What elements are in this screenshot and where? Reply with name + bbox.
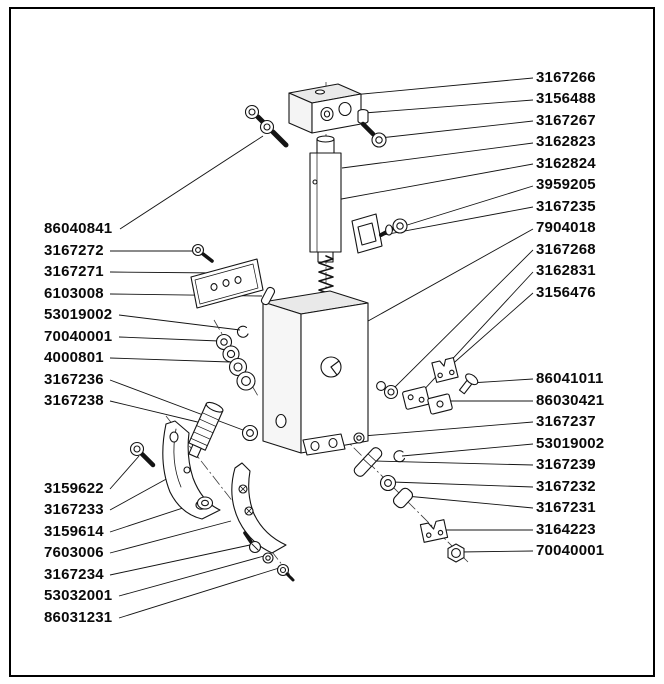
part-number-label: 3162824 [536,155,596,172]
part-bushing-upper [241,424,259,442]
part-fork [162,420,221,520]
part-number-label: 3156476 [536,284,596,301]
part-circlip [393,450,406,463]
part-number-label: 3167233 [44,501,104,518]
part-number-label: 3167234 [44,566,104,583]
part-socket-screws [244,104,289,148]
part-number-label: 3167266 [536,69,596,86]
part-number-label: 53019002 [44,306,113,323]
part-lower-bracket [231,462,295,582]
part-number-label: 6103008 [44,285,104,302]
part-number-label: 86030421 [536,392,605,409]
part-screw-right [360,121,387,148]
leader-lines [109,77,534,619]
part-number-label: 3167268 [536,241,596,258]
part-number-label: 7603006 [44,544,104,561]
part-washer-stack [215,325,256,391]
part-number-label: 53019002 [536,435,605,452]
part-number-label: 53032001 [44,587,113,604]
part-main-body [262,290,369,456]
part-block-small [402,386,430,410]
part-number-label: 3167239 [536,456,596,473]
part-washer-pair [376,381,399,400]
part-washer-fork [196,496,214,510]
part-number-label: 3167231 [536,499,596,516]
part-number-label: 3162823 [536,133,596,150]
part-bracket-plate [351,213,383,254]
part-number-label: 3959205 [536,176,596,193]
part-sleeve [357,109,369,124]
part-washer-under-body [353,432,365,444]
part-number-label: 3167238 [44,392,104,409]
part-cylinder [309,135,342,263]
part-clamp-lower [419,519,449,543]
part-number-label: 3167267 [536,112,596,129]
part-number-label: 3167272 [44,242,104,259]
part-washer-diag [379,474,397,492]
part-number-label: 3167232 [536,478,596,495]
part-number-label: 3164223 [536,521,596,538]
part-shaft [353,447,383,477]
part-number-label: 70040001 [44,328,113,345]
part-screw-left [129,441,156,468]
part-plate-group [190,243,276,309]
parts [129,83,479,582]
part-rivet [458,373,479,395]
part-number-label: 3167235 [536,198,596,215]
part-number-label: 3159614 [44,523,104,540]
part-knurled-pin [188,401,224,459]
part-number-label: 3159622 [44,480,104,497]
part-screw-washer [379,218,408,237]
part-number-label: 7904018 [536,219,596,236]
part-number-label: 86040841 [44,220,113,237]
part-number-label: 3156488 [536,90,596,107]
part-block-lower [427,393,453,415]
part-nut [447,543,465,563]
part-number-label: 3167271 [44,263,104,280]
part-number-label: 86041011 [536,370,604,387]
part-clamp-upper [431,357,459,383]
part-number-label: 3162831 [536,262,596,279]
part-bushing-diag [392,487,414,509]
part-number-label: 86031231 [44,609,113,626]
part-number-label: 3167236 [44,371,104,388]
part-number-label: 3167237 [536,413,596,430]
part-number-label: 4000801 [44,349,104,366]
part-number-label: 70040001 [536,542,605,559]
part-top-block [288,83,362,134]
